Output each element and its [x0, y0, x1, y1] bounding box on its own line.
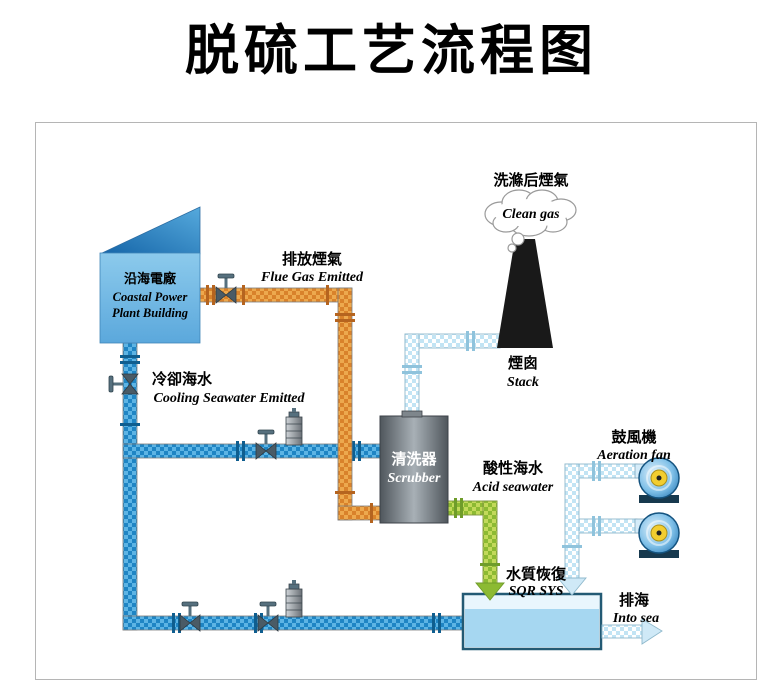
green-pipe-flanges	[454, 498, 500, 566]
scrubber-label-en: Scrubber	[388, 471, 441, 486]
scrubber-label-cn: 清洗器	[391, 450, 437, 468]
acid-label-en: Acid seawater	[472, 480, 554, 495]
scrubber: 清洗器 Scrubber	[379, 410, 449, 524]
flue-gas-label-en: Flue Gas Emitted	[260, 270, 364, 285]
sqr-label-cn: 水質恢復	[506, 565, 567, 583]
into-sea-arrow-icon	[601, 618, 663, 645]
flue-gas-label-cn: 排放煙氣	[282, 250, 342, 268]
fan-label-cn: 鼓風機	[611, 428, 656, 446]
plant-label-en2: Plant Building	[112, 306, 188, 320]
fan-label-en: Aeration fan	[596, 448, 671, 463]
valve-icon	[215, 273, 237, 304]
process-flow-diagram: 沿海電廠 Coastal Power Plant Building 清洗器 Sc…	[99, 171, 680, 651]
clean-gas-label-cn: 洗滌后煙氣	[493, 171, 568, 189]
orange-pipe-flanges	[206, 285, 373, 523]
valve-icon	[257, 601, 279, 632]
sea-label-cn: 排海	[619, 591, 649, 609]
plant-label-cn: 沿海電廠	[124, 271, 177, 286]
page-title: 脱硫工艺流程图	[185, 21, 598, 81]
acid-label-cn: 酸性海水	[483, 459, 544, 477]
sea-label-en: Into sea	[612, 611, 659, 626]
valve-icon	[108, 373, 139, 395]
stack-label-cn: 煙囪	[508, 354, 538, 372]
stack	[497, 239, 553, 348]
cooling-label-cn: 冷卻海水	[152, 370, 213, 388]
valve-icon	[255, 429, 277, 460]
aeration-pipe-flanges	[562, 461, 601, 548]
cooling-label-en: Cooling Seawater Emitted	[154, 391, 306, 406]
pump-icon	[285, 408, 303, 446]
clean-gas-cloud: Clean gas	[484, 189, 577, 253]
valve-icon	[179, 601, 201, 632]
aeration-fan-1	[634, 457, 680, 503]
clean-gas-label-en: Clean gas	[502, 207, 560, 222]
aeration-fan-2	[634, 512, 680, 558]
pump-icon	[285, 580, 303, 618]
stack-label-en: Stack	[507, 375, 539, 390]
clean-gas-pipes	[404, 333, 501, 417]
sqr-basin	[461, 592, 603, 651]
plant-label-en1: Coastal Power	[113, 290, 188, 304]
lightblue-pipe-flanges	[402, 331, 475, 374]
diagram-frame: 沿海電廠 Coastal Power Plant Building 清洗器 Sc…	[35, 122, 757, 680]
aeration-arrow-down-icon	[557, 577, 587, 596]
acid-arrow-down-icon	[475, 582, 505, 601]
sqr-label-en: SQR SYS	[509, 584, 564, 599]
power-plant-building: 沿海電廠 Coastal Power Plant Building	[99, 206, 201, 344]
